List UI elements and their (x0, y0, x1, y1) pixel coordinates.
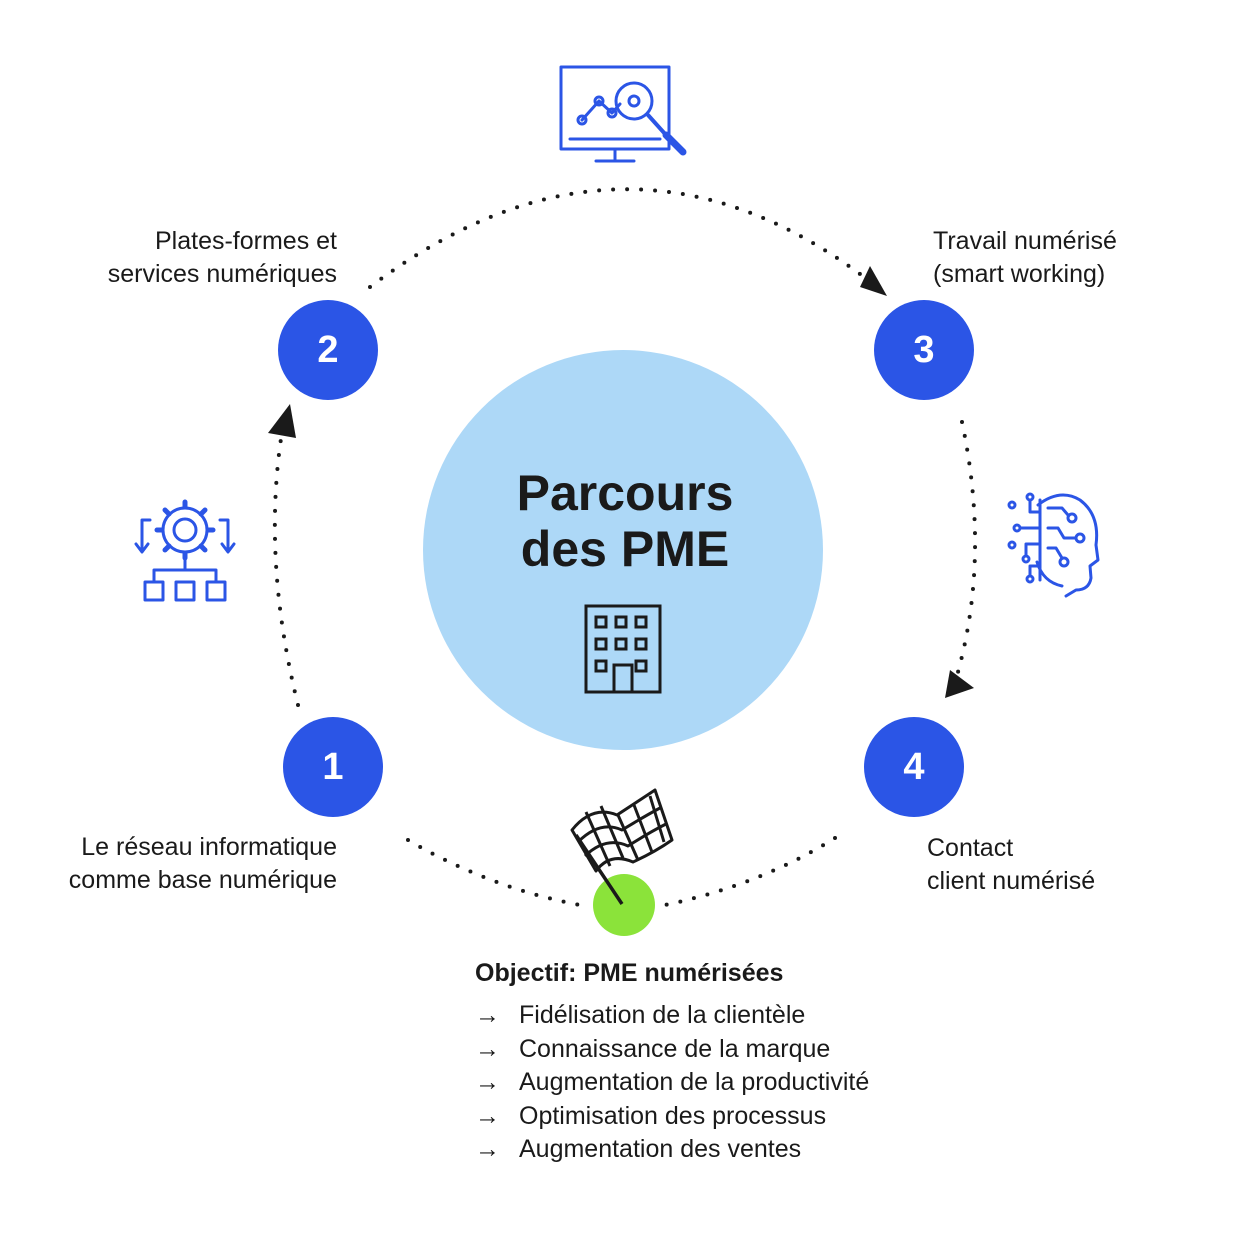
center-circle (423, 350, 823, 750)
connector-1-to-2 (272, 430, 300, 707)
step-2-label: Plates-formes et services numériques (0, 225, 337, 291)
step-1-label-line-2: comme base numérique (68, 866, 337, 894)
arrow-right-icon: → (475, 1001, 500, 1029)
goal-item-text: Connaissance de la marque (519, 1034, 831, 1063)
arrowheads (268, 266, 974, 698)
step-3-label-line-1: Travail numérisé (933, 227, 1117, 255)
connector-3-to-4 (956, 420, 978, 674)
arrow-right-icon: → (475, 1068, 500, 1096)
process-hierarchy-gear-icon (134, 499, 236, 602)
center-title-line-1: Parcours (516, 465, 734, 521)
step-4-label: Contact client numérisé (927, 832, 1227, 898)
step-3-circle (874, 300, 974, 400)
goal-dot (593, 874, 655, 936)
step-3-label-line-2: (smart working) (933, 260, 1106, 288)
arrow-right-icon: → (475, 1101, 500, 1130)
arrow-right-icon: → (475, 1034, 500, 1063)
step-1-label: Le réseau informatique comme base numéri… (0, 831, 337, 897)
goal-item: → Augmentation de la productivité (475, 1066, 1035, 1100)
arrowhead-to-3 (860, 266, 887, 296)
step-1-label-line-1: Le réseau informatique (81, 833, 337, 861)
goal-item-text: Augmentation des ventes (519, 1135, 802, 1163)
step-4-label-line-2: client numérisé (927, 867, 1096, 895)
monitor-analytics-search-icon (559, 65, 687, 163)
ai-head-circuit-icon (1007, 492, 1100, 598)
step-2-label-line-2: services numériques (107, 260, 337, 288)
goal-item: → Fidélisation de la clientèle (475, 999, 1035, 1033)
arrowhead-to-2 (268, 404, 296, 438)
step-4-circle (864, 717, 964, 817)
step-2-circle (278, 300, 378, 400)
step-3-number: 3 (913, 329, 935, 371)
goal-list: → Fidélisation de la clientèle → Connaissa… (475, 999, 1035, 1167)
goal-section: Objectif: PME numérisées → Fidélisation d… (475, 955, 1035, 1167)
step-4-label-line-1: Contact (927, 834, 1014, 862)
office-building-icon (584, 604, 662, 694)
center-title-line-2: des PME (520, 521, 730, 577)
step-1-number: 1 (322, 746, 344, 788)
goal-item: → Augmentation des ventes (475, 1133, 1035, 1167)
center-title: Parcours des PME (425, 465, 825, 577)
step-4-number: 4 (903, 746, 925, 788)
goal-item: → Connaissance de la marque (475, 1033, 1035, 1067)
goal-item-text: Optimisation des processus (519, 1101, 827, 1130)
dotted-connectors (272, 187, 978, 907)
goal-item-text: Augmentation de la productivité (519, 1068, 870, 1096)
goal-item-text: Fidélisation de la clientèle (519, 1001, 806, 1029)
connector-4-to-goal (663, 836, 837, 907)
finish-flag-icon (570, 788, 674, 905)
step-1-circle (283, 717, 383, 817)
arrowhead-to-4 (945, 670, 974, 698)
step-2-label-line-1: Plates-formes et (154, 227, 337, 255)
connector-2-to-3 (368, 187, 870, 289)
step-3-label: Travail numérisé (smart working) (933, 225, 1233, 291)
arrow-right-icon: → (475, 1135, 500, 1163)
goal-item: → Optimisation des processus (475, 1100, 1035, 1134)
goal-title: Objectif: PME numérisées (475, 959, 784, 987)
connector-1-to-goal (406, 838, 582, 907)
step-2-number: 2 (317, 329, 339, 371)
